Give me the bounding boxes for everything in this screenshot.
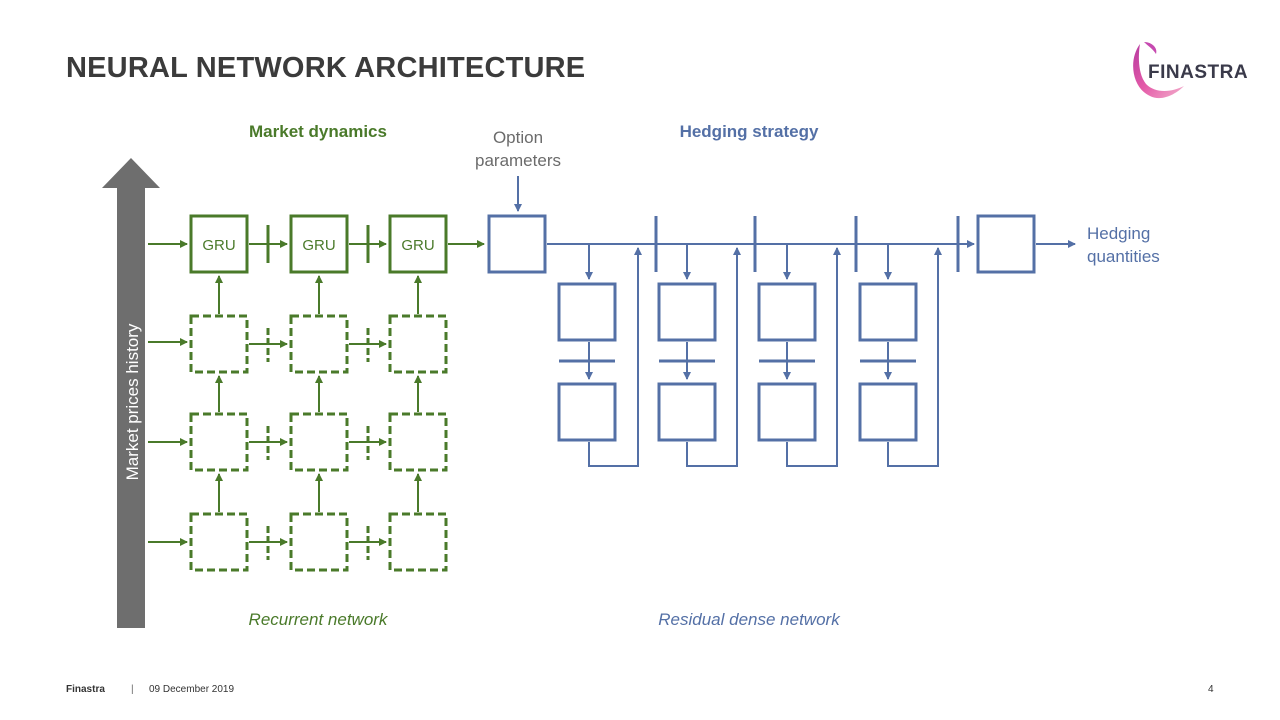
recurrent-network-label: Recurrent network xyxy=(249,610,389,629)
dense-layer xyxy=(858,382,918,442)
gru-label: GRU xyxy=(202,237,235,254)
gru-cell xyxy=(189,214,249,274)
finastra-logo: FINASTRA xyxy=(1126,38,1256,102)
residual-path xyxy=(887,247,942,467)
option-parameters-label-line1: Option xyxy=(493,128,543,147)
dense-layer xyxy=(657,382,717,442)
residual-path xyxy=(588,247,642,467)
green-separator-bars xyxy=(266,225,370,560)
hedging-quantities-label-line1: Hedging xyxy=(1087,224,1150,243)
hidden-cell xyxy=(289,512,349,572)
option-parameters-label-line2: parameters xyxy=(475,151,561,170)
time-arrow-icon xyxy=(102,158,160,628)
hedging-quantities-label-line2: quantities xyxy=(1087,247,1160,266)
recurrent-arrows xyxy=(148,240,485,546)
gru-cell xyxy=(388,214,448,274)
residual-network xyxy=(487,214,1036,442)
hidden-cell xyxy=(388,314,448,374)
input-node xyxy=(487,214,547,274)
output-node xyxy=(976,214,1036,274)
residual-arrows xyxy=(514,176,1076,467)
dense-layer xyxy=(557,282,617,342)
dense-layer xyxy=(757,282,817,342)
hidden-cell xyxy=(289,314,349,374)
market-dynamics-label: Market dynamics xyxy=(249,122,387,141)
slide-title: NEURAL NETWORK ARCHITECTURE xyxy=(66,52,586,84)
footer-separator: | xyxy=(131,684,134,695)
hidden-cell xyxy=(189,314,249,374)
residual-path xyxy=(786,247,841,467)
residual-path xyxy=(686,247,741,467)
page-number: 4 xyxy=(1208,684,1214,695)
gru-label: GRU xyxy=(401,237,434,254)
dense-layer xyxy=(657,282,717,342)
footer-brand: Finastra xyxy=(66,684,105,695)
hidden-cell xyxy=(388,412,448,472)
hidden-cell xyxy=(388,512,448,572)
dense-layer xyxy=(757,382,817,442)
logo-swoosh-icon xyxy=(1133,42,1184,99)
recurrent-network xyxy=(189,214,448,572)
logo-text: FINASTRA xyxy=(1148,62,1249,83)
hidden-cell xyxy=(189,412,249,472)
footer-date: 09 December 2019 xyxy=(149,684,235,695)
gru-label: GRU xyxy=(302,237,335,254)
gru-cell xyxy=(289,214,349,274)
hedging-strategy-label: Hedging strategy xyxy=(680,122,819,141)
dense-layer xyxy=(858,282,918,342)
market-prices-history-label: Market prices history xyxy=(123,323,142,480)
residual-dense-network-label: Residual dense network xyxy=(658,610,841,629)
hidden-cell xyxy=(289,412,349,472)
dense-layer xyxy=(557,382,617,442)
hidden-cell xyxy=(189,512,249,572)
